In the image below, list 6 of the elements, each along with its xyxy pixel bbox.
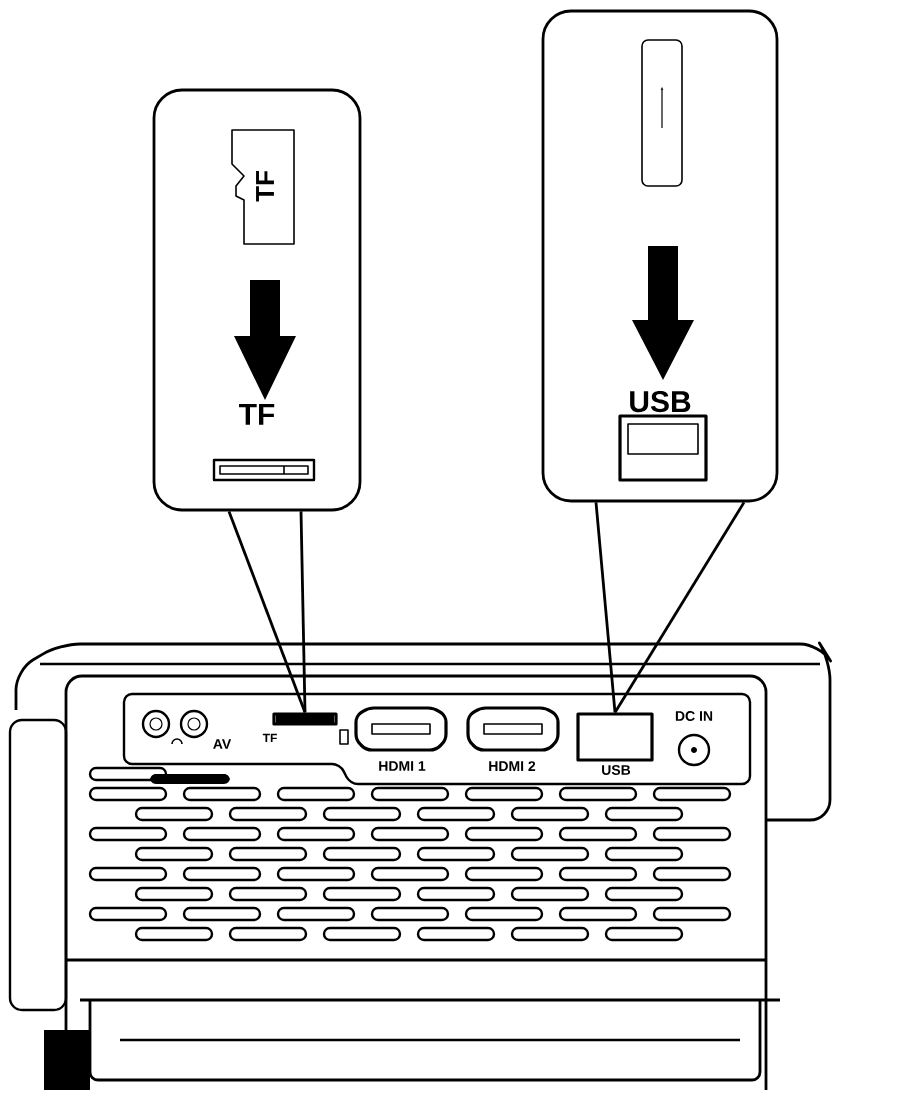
callout-balloon: USB bbox=[541, 9, 779, 503]
card-slot bbox=[272, 712, 338, 726]
callout-tail bbox=[227, 510, 307, 713]
usb-port bbox=[576, 712, 654, 762]
callout-tail bbox=[594, 502, 617, 713]
card-label: TF bbox=[256, 171, 274, 202]
